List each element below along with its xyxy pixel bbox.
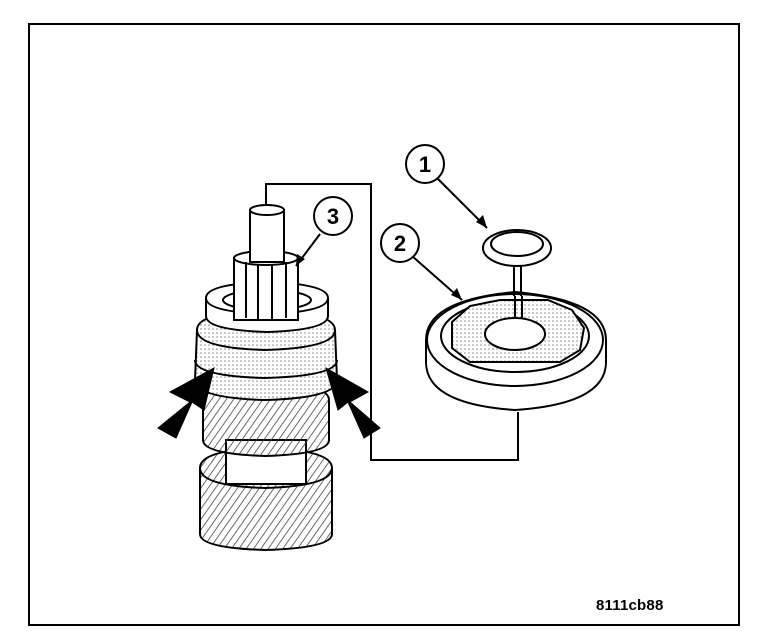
solid-arrow-icon	[325, 366, 381, 439]
figure-frame	[28, 23, 740, 626]
solid-arrow-icon	[157, 367, 215, 439]
figure-id-label: 8111cb88	[596, 597, 664, 614]
callout-2: 2	[380, 223, 420, 263]
callout-3: 3	[313, 196, 353, 236]
callout-1-label: 1	[419, 152, 431, 177]
bearing-retainer	[425, 290, 607, 412]
callout-3-label: 3	[327, 204, 339, 229]
gear-shaft-assembly	[193, 204, 339, 552]
shaft-tip	[249, 204, 285, 263]
callout-1: 1	[405, 144, 445, 184]
connector-lines	[265, 183, 519, 461]
snap-ring	[482, 229, 552, 296]
callout-2-label: 2	[394, 231, 406, 256]
callout-arrowheads	[296, 215, 487, 300]
